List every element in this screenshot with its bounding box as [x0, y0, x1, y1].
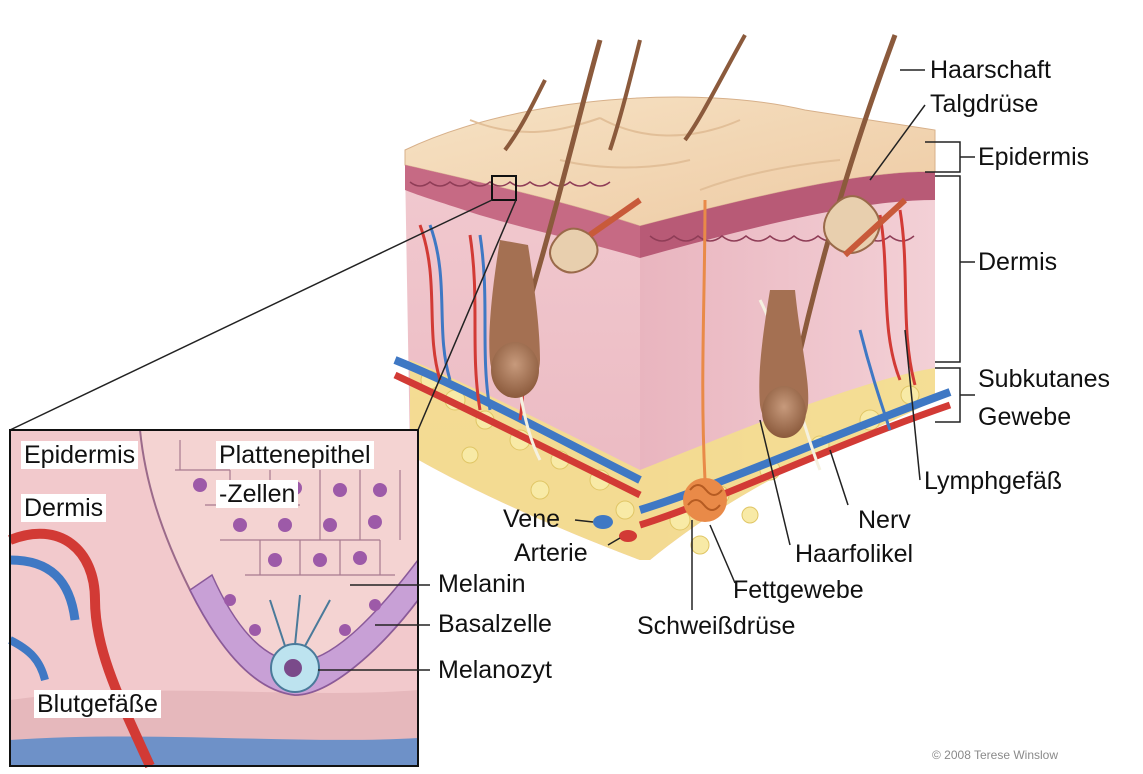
sweat-gland [683, 478, 727, 522]
label-talgdruese: Talgdrüse [930, 90, 1038, 118]
label-dermis: Dermis [978, 248, 1057, 276]
inset-label-basalzelle: Basalzelle [438, 610, 552, 638]
label-subkutanes: Subkutanes [978, 365, 1110, 393]
hair-bulb-1 [491, 342, 539, 398]
skin-block [395, 35, 950, 560]
label-fettgewebe: Fettgewebe [733, 576, 864, 604]
inset-label-zellen: -Zellen [216, 480, 298, 508]
copyright-notice: © 2008 Terese Winslow [932, 748, 1058, 762]
label-epidermis: Epidermis [978, 143, 1089, 171]
inset-label-plattenepithel: Plattenepithel [216, 441, 374, 469]
label-nerv: Nerv [858, 506, 911, 534]
label-haarfolikel: Haarfolikel [795, 540, 913, 568]
label-schweissdruese: Schweißdrüse [637, 612, 795, 640]
inset-label-melanin: Melanin [438, 570, 526, 598]
inset-label-melanozyt: Melanozyt [438, 656, 552, 684]
inset-label-blutgefaesse: Blutgefäße [34, 690, 161, 718]
inset-label-epidermis: Epidermis [21, 441, 138, 469]
label-vene: Vene [503, 505, 560, 533]
label-lymphgefaess: Lymphgefäß [924, 467, 1062, 495]
inset-label-dermis: Dermis [21, 494, 106, 522]
label-haarschaft: Haarschaft [930, 56, 1051, 84]
label-gewebe: Gewebe [978, 403, 1071, 431]
hair-bulb-2 [762, 386, 806, 438]
label-arterie: Arterie [514, 539, 588, 567]
